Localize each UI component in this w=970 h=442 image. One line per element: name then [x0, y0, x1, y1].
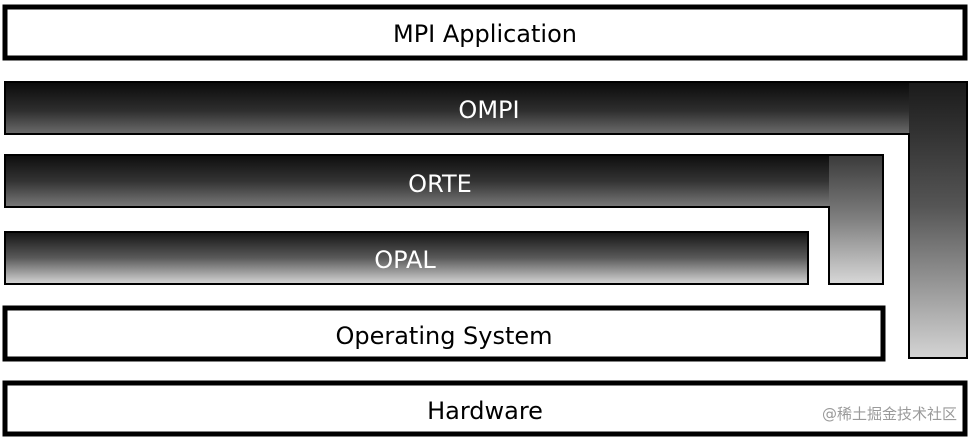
ompi-layer: OMPI	[4, 81, 968, 359]
orte-label: ORTE	[408, 170, 472, 198]
orte-layer: ORTE	[4, 154, 884, 285]
ompi-label: OMPI	[458, 96, 519, 124]
hardware-layer: Hardware	[2, 380, 968, 437]
mpi-application-layer: MPI Application	[2, 4, 968, 61]
operating-system-layer: Operating System	[2, 305, 886, 362]
operating-system-label: Operating System	[335, 322, 552, 350]
opal-label: OPAL	[374, 246, 436, 274]
mpi-application-label: MPI Application	[393, 20, 577, 48]
opal-layer: OPAL	[4, 231, 809, 285]
watermark-text: @稀土掘金技术社区	[822, 405, 957, 423]
hardware-label: Hardware	[427, 397, 543, 425]
